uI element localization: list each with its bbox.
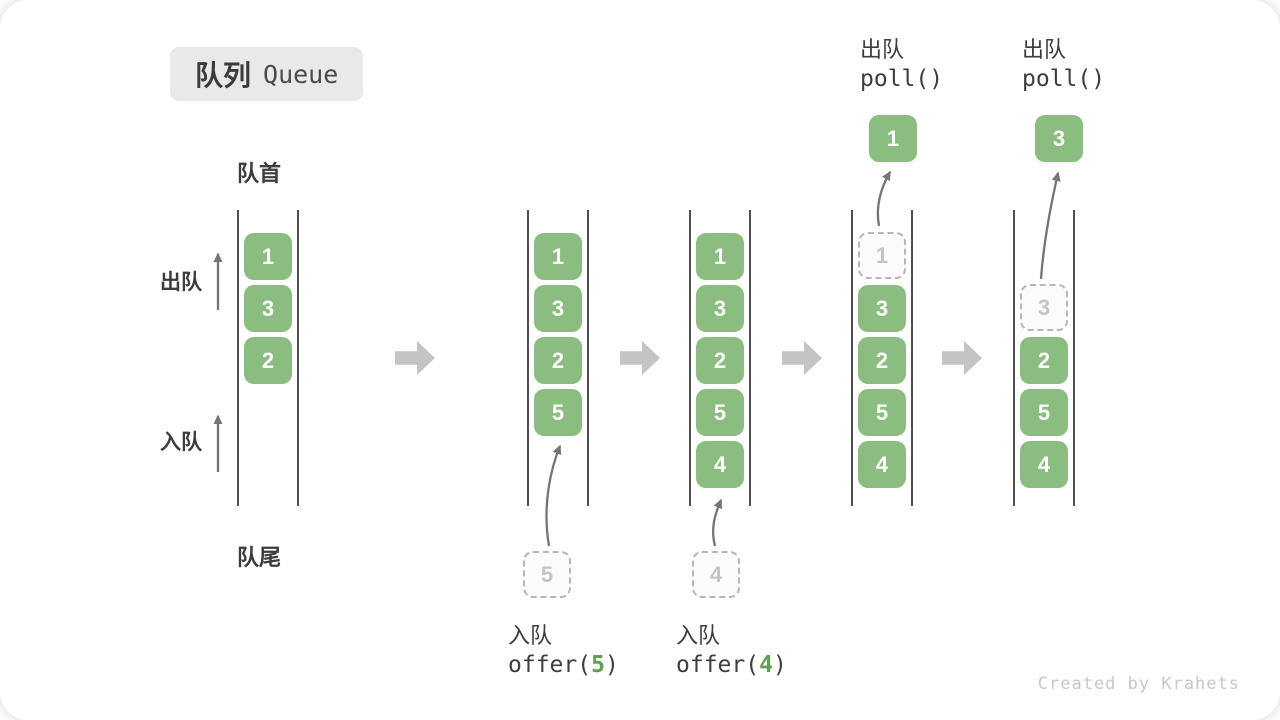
queue-element: 2: [534, 337, 582, 384]
queue-element: 4: [1020, 441, 1068, 488]
queue-element: 1: [696, 233, 744, 280]
queue-element: 2: [1020, 337, 1068, 384]
offer-4-arrow-icon: [711, 498, 723, 547]
offer-call-label: offer(5): [508, 652, 619, 678]
right-arrow-icon: [942, 341, 982, 375]
offer-call-post: ): [772, 652, 787, 678]
queue-element: 4: [858, 441, 906, 488]
dequeue-op-label: 出队: [1022, 37, 1067, 62]
queue-state-4: 1 3 2 5 4: [851, 210, 913, 506]
removed-element-placeholder: 3: [1020, 284, 1068, 331]
enqueue-label: 入队: [160, 431, 202, 454]
enqueue-op-label: 入队: [508, 623, 553, 648]
queue-state-2: 1 3 2 5: [527, 210, 589, 506]
title-zh: 队列: [195, 60, 252, 91]
queue-state-1: 1 3 2: [237, 210, 299, 506]
right-arrow-icon: [395, 341, 435, 375]
title-badge: 队列 Queue: [170, 47, 364, 101]
queue-element: 5: [858, 389, 906, 436]
offer-call-pre: offer(: [508, 652, 592, 678]
title-en: Queue: [263, 59, 339, 89]
dequeued-element: 3: [1035, 115, 1083, 162]
right-arrow-icon: [782, 341, 822, 375]
queue-element: 1: [244, 233, 292, 280]
queue-element: 2: [696, 337, 744, 384]
queue-element: 3: [244, 285, 292, 332]
queue-element: 3: [696, 285, 744, 332]
queue-element: 2: [858, 337, 906, 384]
queue-front-label: 队首: [237, 161, 282, 186]
incoming-element-placeholder: 4: [692, 551, 740, 598]
queue-element: 5: [1020, 389, 1068, 436]
removed-element-placeholder: 1: [858, 232, 906, 279]
queue-state-5: 3 2 5 4: [1013, 210, 1075, 506]
offer-call-arg: 5: [591, 652, 605, 678]
offer-call-pre: offer(: [676, 652, 760, 678]
poll-call-label: poll(): [1022, 66, 1106, 92]
queue-element: 3: [534, 285, 582, 332]
queue-element: 1: [534, 233, 582, 280]
offer-call-label: offer(4): [676, 652, 787, 678]
queue-element: 3: [858, 285, 906, 332]
incoming-element-placeholder: 5: [523, 551, 571, 598]
watermark: Created by Krahets: [1037, 674, 1240, 694]
queue-state-3: 1 3 2 5 4: [689, 210, 751, 506]
queue-element: 5: [696, 389, 744, 436]
queue-element: 2: [244, 337, 292, 384]
poll-call-label: poll(): [860, 66, 944, 92]
offer-call-arg: 4: [759, 652, 773, 678]
enqueue-op-label: 入队: [676, 623, 721, 648]
queue-element: 5: [534, 389, 582, 436]
dequeue-op-label: 出队: [860, 37, 905, 62]
queue-element: 4: [696, 441, 744, 488]
offer-call-post: ): [604, 652, 619, 678]
dequeued-element: 1: [869, 115, 917, 162]
dequeue-label: 出队: [160, 271, 202, 294]
right-arrow-icon: [620, 341, 660, 375]
queue-rear-label: 队尾: [237, 545, 282, 570]
